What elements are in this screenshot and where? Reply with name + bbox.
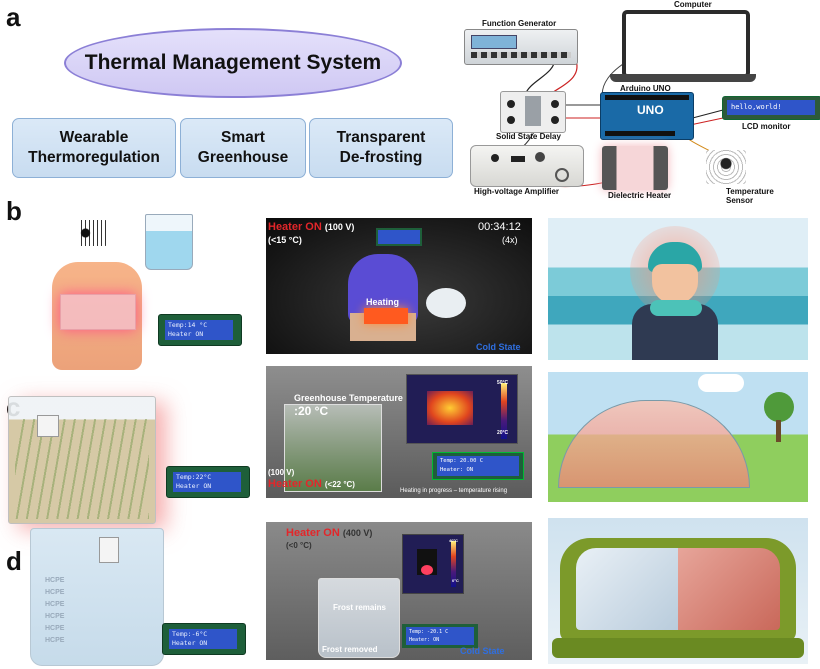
dielectric-heater-device xyxy=(602,146,668,190)
frost-removed-label: Frost removed xyxy=(322,645,378,654)
app-box-greenhouse: Smart Greenhouse xyxy=(180,118,306,178)
lcd-b-line2: Heater ON xyxy=(168,330,204,338)
condition-d: (<0 °C) xyxy=(286,541,312,550)
scale-hi-c: 50°C xyxy=(497,380,509,386)
inner-lcd-c-line1: Temp: 20.00 C xyxy=(440,458,484,464)
heater-status-b: Heater ON xyxy=(268,221,322,233)
tile-label: HCPE xyxy=(45,601,65,608)
app-box-defrosting: Transparent De-frosting xyxy=(309,118,453,178)
heater-status-c: Heater ON xyxy=(268,478,322,490)
app-line2: Thermoregulation xyxy=(28,149,160,166)
lcd-d-line1: Temp:-6°C xyxy=(172,630,208,638)
uno-text: UNO xyxy=(637,103,664,117)
inner-lcd-c-line2: Heater: ON xyxy=(440,467,474,473)
condition-c: (<22 °C) xyxy=(324,480,355,489)
solid-state-delay-device xyxy=(500,91,566,133)
panel-label-a: a xyxy=(6,2,21,32)
panel-label-b: b xyxy=(6,196,22,226)
panel-label-d: d xyxy=(6,546,22,576)
arduino-label: Arduino UNO xyxy=(620,84,671,93)
photo-c-greenhouse: Temp: 20.00 C Heater: ON xyxy=(266,366,532,498)
solid-state-label: Solid State Delay xyxy=(496,132,561,141)
voltage-c: (100 V) xyxy=(268,468,295,477)
heating-label-b: Heating xyxy=(366,297,400,307)
app-line1: Smart xyxy=(221,129,265,146)
voltage-d: (400 V) xyxy=(342,528,373,538)
computer-screen xyxy=(622,10,750,78)
tile-label: HCPE xyxy=(45,625,65,632)
lcd-monitor-text: hello,world! xyxy=(727,100,815,115)
lcd-c-line1: Temp:22°C xyxy=(176,473,212,481)
app-line2: De-frosting xyxy=(339,149,423,166)
caption-c: Heating in progress – temperature rising xyxy=(400,488,508,494)
app-line2: Greenhouse xyxy=(197,149,289,166)
hv-amplifier-label: High-voltage Amplifier xyxy=(474,187,560,196)
illustration-car-windshield xyxy=(548,518,808,664)
dielectric-heater-label: Dielectric Heater xyxy=(608,191,672,200)
tile-label: HCPE xyxy=(45,577,65,584)
arduino-board: UNO xyxy=(600,92,694,140)
tile-label: HCPE xyxy=(45,613,65,620)
condition-b: (<15 °C) xyxy=(268,235,302,245)
photo-d-defrost: Temp: -20.1 C Heater: ON xyxy=(266,522,532,660)
ice-beaker-icon xyxy=(145,214,193,270)
fist-illustration xyxy=(52,262,142,370)
greenhouse-box-illustration xyxy=(8,396,156,524)
hv-amplifier-device xyxy=(470,145,584,187)
illustration-cold-person xyxy=(548,218,808,360)
lcd-monitor-label: LCD monitor xyxy=(742,122,791,131)
greenhouse-temp-c: :20 °C xyxy=(294,404,329,418)
heater-status-d: Heater ON xyxy=(286,527,340,539)
function-generator-device xyxy=(464,29,578,65)
app-line1: Transparent xyxy=(336,129,426,146)
lcd-c-line2: Heater ON xyxy=(176,482,212,490)
function-generator-label: Function Generator xyxy=(482,19,557,28)
tile-label: HCPE xyxy=(45,589,65,596)
state-d: Cold State xyxy=(460,646,505,656)
tile-label: HCPE xyxy=(45,637,65,644)
lcd-d-line2: Heater ON xyxy=(172,639,208,647)
system-title-ellipse: Thermal Management System xyxy=(64,28,402,98)
frosted-beaker-illustration: HCPE HCPE HCPE HCPE HCPE HCPE xyxy=(30,528,164,666)
temperature-sensor-icon xyxy=(78,220,108,246)
illustration-greenhouse xyxy=(548,372,808,502)
voltage-b: (100 V) xyxy=(324,222,355,232)
inner-lcd-d-line1: Temp: -20.1 C xyxy=(409,629,449,635)
computer-label: Computer xyxy=(674,0,712,9)
state-b: Cold State xyxy=(476,342,521,352)
photo-b-glove xyxy=(266,218,532,354)
speed-b: (4x) xyxy=(502,235,518,245)
scale-lo-c: 20°C xyxy=(497,430,509,436)
inner-lcd-d-line2: Heater: ON xyxy=(409,637,440,643)
system-title: Thermal Management System xyxy=(84,51,382,74)
timer-b: 00:34:12 xyxy=(478,221,521,233)
temperature-sensor-label: Temperature Sensor xyxy=(726,187,774,205)
app-box-wearable: Wearable Thermoregulation xyxy=(12,118,176,178)
scale-hi-d: 40°C xyxy=(449,538,458,543)
scale-lo-d: 0°C xyxy=(452,578,459,583)
greenhouse-label-c: Greenhouse Temperature xyxy=(294,393,403,403)
lcd-monitor-device: hello,world! xyxy=(722,96,820,120)
app-line1: Wearable xyxy=(59,129,129,146)
computer-base xyxy=(610,74,756,82)
lcd-b-line1: Temp:14 °C xyxy=(168,321,208,329)
temperature-sensor-device xyxy=(706,150,746,184)
frost-remains-label: Frost remains xyxy=(333,603,386,612)
